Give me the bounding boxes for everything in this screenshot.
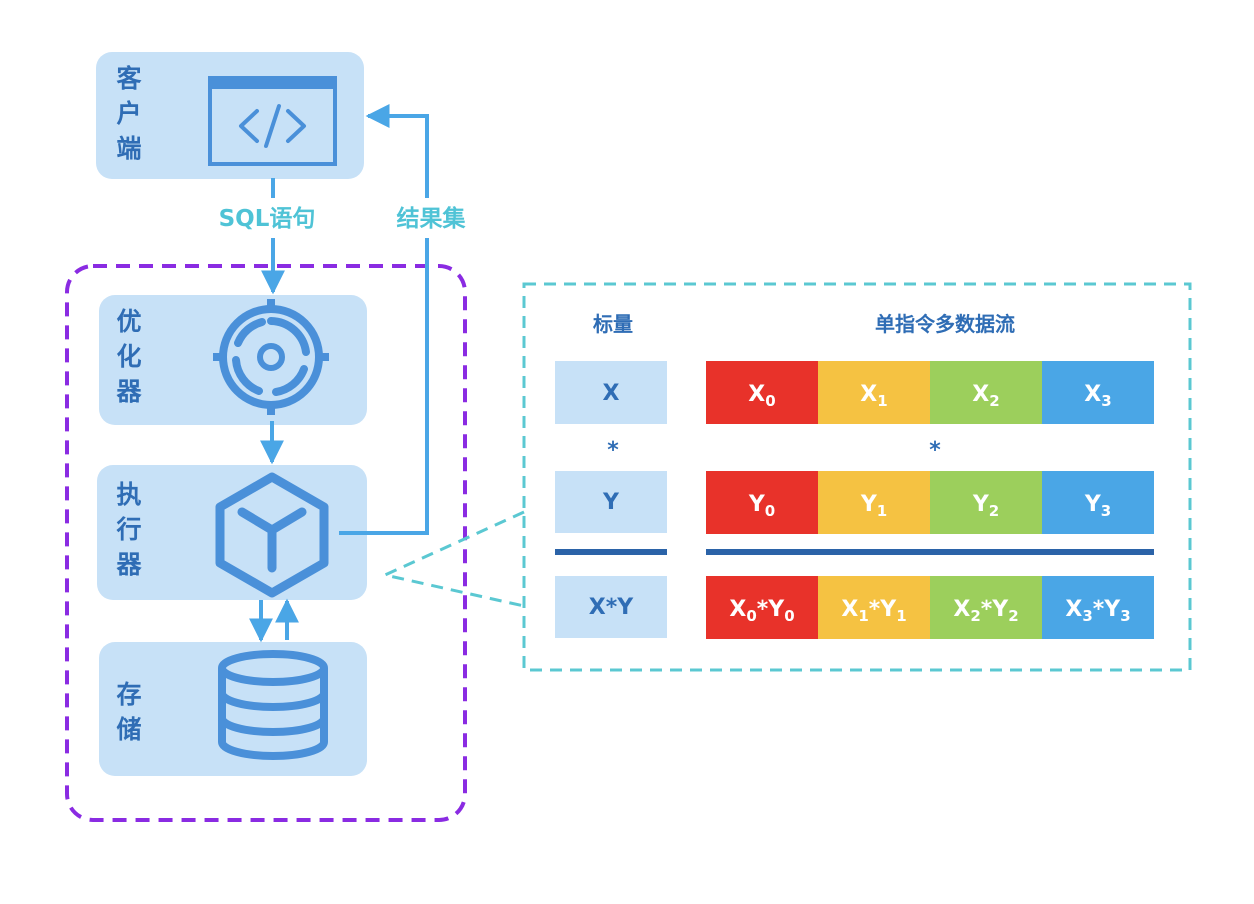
svg-text:存储: 存储 (116, 680, 141, 744)
simd-header: 单指令多数据流 (875, 312, 1015, 336)
storage-label-char-1: 存 (116, 680, 141, 709)
simd-callout-box (522, 282, 1192, 672)
optimizer-label-char-1: 优 (116, 307, 141, 336)
cube-icon (215, 472, 329, 598)
executor-panel (97, 465, 367, 600)
optimizer-label-char-3: 器 (115, 377, 142, 406)
simd-cell-y-2-text: Y2 (972, 492, 999, 520)
result-set-label: 结果集 (397, 205, 467, 232)
server-boundary (65, 264, 467, 822)
client-label-char-3: 端 (116, 134, 141, 163)
simd-cell-y-0-text: Y0 (748, 492, 775, 520)
simd-cell-product-1-text: X1*Y1 (841, 597, 906, 625)
svg-text:客户端: 客户端 (116, 64, 141, 163)
arrow-result-to-client (339, 238, 429, 535)
simd-cell-y-1-text: Y1 (860, 492, 887, 520)
executor-label-char-2: 行 (115, 515, 141, 544)
simd-cell-product-3-text: X3*Y3 (1065, 597, 1130, 625)
simd-cell-y-2 (930, 471, 1042, 534)
simd-cell-product-2-text: X2*Y2 (953, 597, 1018, 625)
simd-cell-product-0 (706, 576, 818, 639)
simd-divider (706, 549, 1154, 555)
scalar-multiply-symbol: * (607, 438, 619, 463)
callout-connector (380, 510, 525, 608)
optimizer-label-char-2: 化 (116, 342, 141, 371)
svg-text:优化器: 优化器 (115, 307, 142, 406)
scalar-x-text: X (603, 381, 620, 406)
scalar-header: 标量 (593, 312, 633, 336)
simd-cell-x-1-text: X1 (860, 382, 887, 410)
simd-cell-y-1 (818, 471, 930, 534)
simd-cell-y-0 (706, 471, 818, 534)
executor-label-char-1: 执 (116, 480, 141, 509)
scalar-cell-y (555, 471, 667, 533)
simd-multiply-symbol: * (929, 438, 941, 463)
code-window-icon (208, 76, 337, 166)
optimizer-stage: 优化器 (99, 295, 367, 425)
simd-cell-x-3-text: X3 (1084, 382, 1111, 410)
arrow-result-to-client-top (365, 104, 429, 198)
sql-statement-label: SQL语句 (219, 205, 316, 232)
simd-cell-x-2 (930, 361, 1042, 424)
simd-cell-product-2 (930, 576, 1042, 639)
simd-cell-product-0-text: X0*Y0 (729, 597, 794, 625)
database-icon (218, 650, 328, 760)
simd-cell-x-1 (818, 361, 930, 424)
scalar-product-text: X*Y (589, 595, 634, 620)
executor-stage: 执行器 (97, 465, 367, 600)
scalar-y-text: Y (602, 490, 620, 515)
scalar-cell-x (555, 361, 667, 424)
svg-text:执行器: 执行器 (115, 480, 142, 579)
simd-cell-y-3-text: Y3 (1084, 492, 1111, 520)
scalar-divider (555, 549, 667, 555)
scalar-cell-product (555, 576, 667, 638)
storage-stage: 存储 (99, 642, 367, 776)
storage-panel (99, 642, 367, 776)
simd-cell-y-3 (1042, 471, 1154, 534)
simd-cell-x-0 (706, 361, 818, 424)
swirl-gear-icon (213, 299, 329, 415)
simd-cell-x-0-text: X0 (748, 382, 775, 410)
simd-cell-product-1 (818, 576, 930, 639)
client-label-char-2: 户 (116, 99, 141, 128)
simd-cell-x-2-text: X2 (972, 382, 999, 410)
storage-label-char-2: 储 (116, 715, 141, 744)
simd-cell-x-3 (1042, 361, 1154, 424)
client-label-char-1: 客 (116, 64, 141, 93)
executor-label-char-3: 器 (115, 550, 142, 579)
client-stage: 客户端 (96, 52, 364, 179)
simd-cell-product-3 (1042, 576, 1154, 639)
